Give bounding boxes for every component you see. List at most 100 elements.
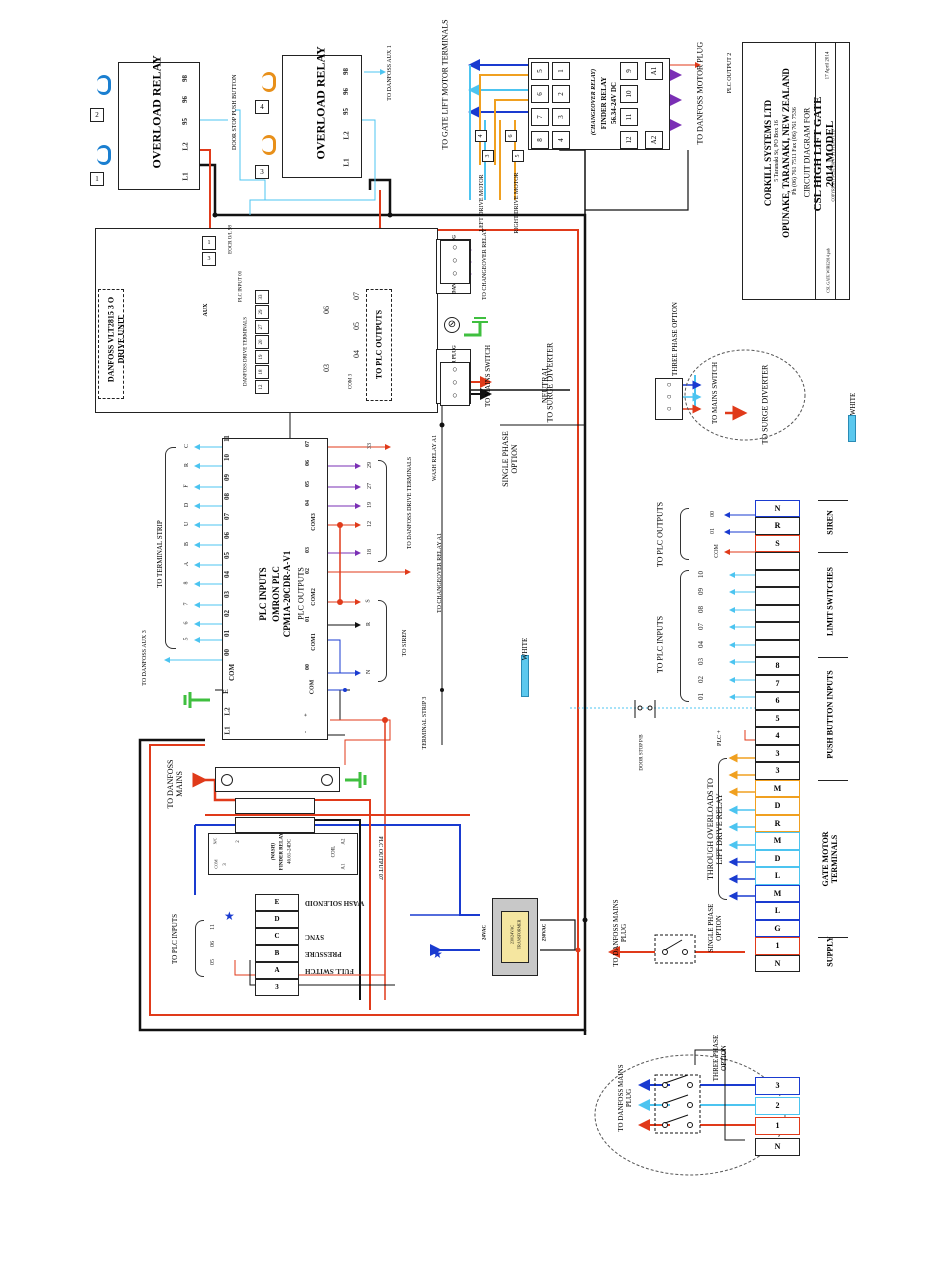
plc-input-terminal: 09 — [223, 473, 231, 481]
wash-relay-spec: 46.61-24DC — [287, 839, 293, 864]
title-file: CSL GATE WIRE2014.pub — [825, 248, 831, 293]
danfoss-title-box: DANFOSS VLT2815 3 O DRIVE UNIT — [98, 289, 126, 399]
danfoss-title: DANFOSS VLT2815 3 O — [106, 296, 116, 383]
brace-plc-inputs-2 — [680, 570, 689, 702]
changeover-relay-terminal: 10 — [620, 85, 638, 103]
danfoss-aux-label-plc: PLC INPUT 00 — [238, 270, 244, 303]
strip-terminal — [755, 569, 800, 587]
strip-terminal — [755, 622, 800, 640]
label-white-top: WHITE — [849, 392, 857, 416]
changeover-relay-terminal: 12 — [620, 131, 638, 149]
plc-output-terminal: 06 — [305, 460, 311, 466]
label-door-stop-pb-short: DOOR STOP P/B — [639, 734, 645, 771]
changeover-relay-terminal: 9 — [620, 62, 638, 80]
overload-relay-1-coil-bottom-icon — [97, 145, 111, 165]
danfoss-drive-terminal: 29 — [255, 305, 269, 319]
label-to-plc-outputs: TO PLC OUTPUTS — [655, 501, 665, 568]
strip-group-divider — [818, 937, 848, 938]
brace-overloads — [718, 758, 727, 900]
strip-terminal: L — [755, 867, 800, 885]
label-terminal-strip-3: TERMINAL STRIP 3 — [422, 696, 428, 750]
danfoss-drive-terminal: 33 — [255, 290, 269, 304]
changeover-relay-terminal: 8 — [531, 131, 549, 149]
plc-input-letter: B — [184, 541, 191, 547]
overload-relay-2-term-l1: L1 — [342, 158, 351, 167]
overload-relay-1-term-95: 95 — [181, 118, 189, 125]
overload-relay-2-coil-bottom-icon — [262, 135, 276, 155]
plc-output-terminal: COM1 — [310, 633, 317, 651]
label-plc-plus: PLC + — [717, 730, 723, 746]
wash-relay-title: (WASH) — [271, 842, 277, 861]
plc-output-terminal: COM — [309, 679, 316, 695]
danfoss-output-number: 06 — [322, 306, 331, 314]
plc-model: CPM1A-20CDR-A-V1 — [282, 550, 292, 638]
strip-plc-output-number: 01 — [710, 528, 716, 534]
plc-input-letter: A — [184, 561, 191, 567]
strip-terminal: R — [755, 517, 800, 535]
wash-relay-name: FINDER RELAY — [279, 832, 285, 871]
label-three-phase-option-bottom: THREE PHASE OPTION — [712, 1034, 728, 1082]
danfoss-output-number: 07 — [352, 292, 361, 300]
plc-output-wire-label: N — [366, 669, 373, 675]
terminal-hole-icon — [321, 774, 333, 786]
plc-output-terminal: - — [303, 731, 309, 733]
transformer-line1: 230/24VAC — [509, 924, 515, 945]
label-to-danfoss-motor-plug: TO DANFOSS MOTOR PLUG — [695, 41, 705, 145]
transformer-line2: TRANSFORMER — [516, 919, 522, 950]
plc-input-terminal: E — [221, 689, 230, 694]
label-to-surge-diverter-3ph: TO SURGE DIVERTER — [760, 364, 770, 445]
solenoid-terminal: D — [255, 911, 299, 928]
junction-dots — [212, 212, 588, 953]
brace-terminal-strip — [165, 447, 176, 649]
plc-input-terminal: L2 — [223, 706, 232, 716]
plc-input-letter: U — [184, 521, 191, 527]
strip-plc-input-number: 02 — [697, 676, 705, 683]
plc-output-terminal: 07 — [305, 441, 311, 447]
plc-input-terminal: COM — [228, 663, 237, 681]
changeover-relay-name: FINDER RELAY — [600, 76, 608, 130]
label-wash-relay-a1: WASH RELAY A1 — [432, 434, 438, 482]
label-to-terminal-strip: TO TERMINAL STRIP — [156, 520, 164, 588]
changeover-relay-terminal: A1 — [645, 62, 663, 80]
changeover-relay-terminal: A2 — [645, 131, 663, 149]
strip-plc-input-number: 07 — [697, 623, 705, 630]
overload-relay-2-coil-top-icon — [262, 72, 276, 92]
danfoss-drive-terminal: 19 — [255, 350, 269, 364]
plc-wiring — [164, 444, 411, 691]
ground-symbols — [183, 692, 367, 788]
danfoss-aux-terminal: 1 — [202, 236, 216, 250]
strip-terminal: S — [755, 534, 800, 552]
changeover-relay-terminal: 1 — [552, 62, 570, 80]
label-door-stop-pb: DOOR STOP PUSH BUTTON — [232, 74, 238, 150]
danfoss-com3: COM 3 — [348, 373, 354, 390]
label-to-danfoss-aux1: TO DANFOSS AUX 1 — [387, 45, 393, 101]
wash-relay-term-a2: A2 — [341, 838, 347, 845]
label-to-siren: TO SIREN — [402, 629, 408, 657]
three-phase-plug-sockets: ○○○ — [655, 378, 683, 420]
wash-relay: (WASH) FINDER RELAY 46.61-24DC COIL A1 A… — [208, 833, 358, 875]
strip-plc-input-number: 10 — [697, 571, 705, 578]
danfoss-output-number: 04 — [352, 350, 361, 358]
strip-terminal: N — [755, 499, 800, 517]
overload-relay-2-num-b: 4 — [255, 100, 269, 114]
transformer: 230/24VAC TRANSFORMER — [492, 898, 538, 976]
danfoss-power-plug-sockets: ○○○ — [440, 362, 470, 406]
label-white-middle: WHITE — [521, 637, 529, 661]
three-phase-switch — [654, 1074, 701, 1134]
label-to-danfoss-drive-terminals: TO DANFOSS DRIVE TERMINALS — [407, 456, 413, 550]
label-to-surge-diverter: TO SURGE DIVERTER — [545, 342, 555, 423]
plc-output-wire-label: 27 — [367, 483, 373, 489]
plc-name: OMRON PLC — [271, 566, 281, 622]
plc-output-terminal: 05 — [305, 481, 311, 487]
label-to-danfoss-mains: TO DANFOSS MAINS — [166, 759, 184, 809]
solenoid-terminal: B — [255, 945, 299, 962]
strip-group-label: PUSH BUTTON INPUTS — [825, 670, 835, 759]
overload-relay-2-term-95: 95 — [342, 108, 350, 115]
plc-output-terminal: COM3 — [310, 513, 317, 531]
plc-input-terminal: 06 — [223, 532, 231, 539]
plc-output-terminal: 00 — [305, 664, 311, 670]
strip-terminal — [755, 552, 800, 570]
overload-relay-2-label: OVERLOAD RELAY — [313, 46, 328, 160]
solenoid-terminal: A — [255, 962, 299, 979]
single-phase-switch — [654, 934, 696, 964]
